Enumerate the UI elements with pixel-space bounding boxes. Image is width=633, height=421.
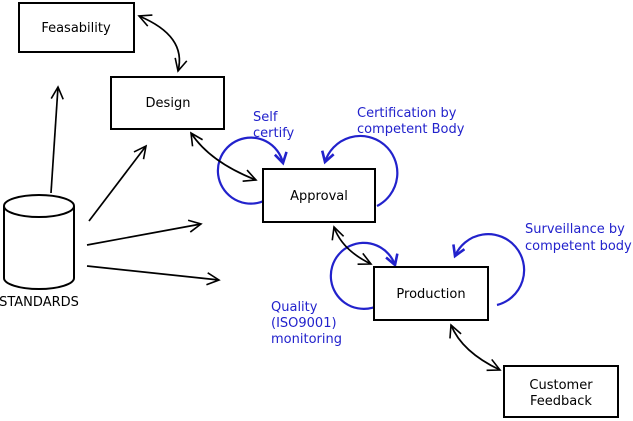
node-approval-label: Approval bbox=[290, 189, 348, 204]
annotation-quality-line3: monitoring bbox=[271, 332, 342, 347]
edge-standards-feasability-arrow bbox=[50, 85, 64, 194]
annotation-certification-line1: Certification by bbox=[357, 106, 457, 121]
node-customer-feedback-box bbox=[503, 365, 619, 418]
loop-quality-monitoring-arc bbox=[329, 241, 395, 310]
annotation-surveillance-line1: Surveillance by bbox=[525, 222, 625, 237]
node-design-label: Design bbox=[146, 96, 191, 111]
edge-standards-production-arrow bbox=[86, 265, 221, 286]
annotation-quality-line2: (ISO9001) bbox=[271, 316, 337, 331]
node-feasability-label: Feasability bbox=[41, 21, 111, 36]
edge-feasability-design-arrow bbox=[137, 14, 188, 73]
node-approval-box bbox=[262, 168, 376, 223]
edge-design-approval-arrow bbox=[190, 131, 258, 183]
standards-cylinder-body bbox=[3, 206, 75, 290]
edge-approval-production-arrow bbox=[331, 225, 373, 265]
loop-surveillance-arc bbox=[455, 233, 526, 307]
node-customer-feedback-label-line1: Customer bbox=[529, 378, 593, 393]
node-design-box bbox=[110, 76, 225, 130]
edge-production-customer-feedback-arrow bbox=[449, 323, 502, 372]
edge-standards-approval-arrow bbox=[86, 219, 203, 246]
node-production-box bbox=[373, 266, 489, 321]
edge-standards-design-arrow bbox=[88, 144, 148, 222]
annotation-surveillance-line2: competent body bbox=[525, 239, 632, 254]
loop-certification-arc bbox=[325, 134, 399, 207]
standards-cylinder-top bbox=[3, 194, 75, 218]
annotation-certification-line2: competent Body bbox=[357, 122, 465, 137]
standards-label: STANDARDS bbox=[0, 295, 79, 310]
annotation-quality-line1: Quality bbox=[271, 300, 318, 315]
standards-cylinder bbox=[3, 194, 75, 290]
annotation-self-certify-line2: certify bbox=[253, 126, 295, 141]
node-production-label: Production bbox=[396, 287, 465, 302]
node-customer-feedback-label-line2: Feedback bbox=[530, 394, 592, 409]
node-feasability-box bbox=[18, 2, 135, 53]
annotation-self-certify-line1: Self bbox=[253, 110, 278, 125]
